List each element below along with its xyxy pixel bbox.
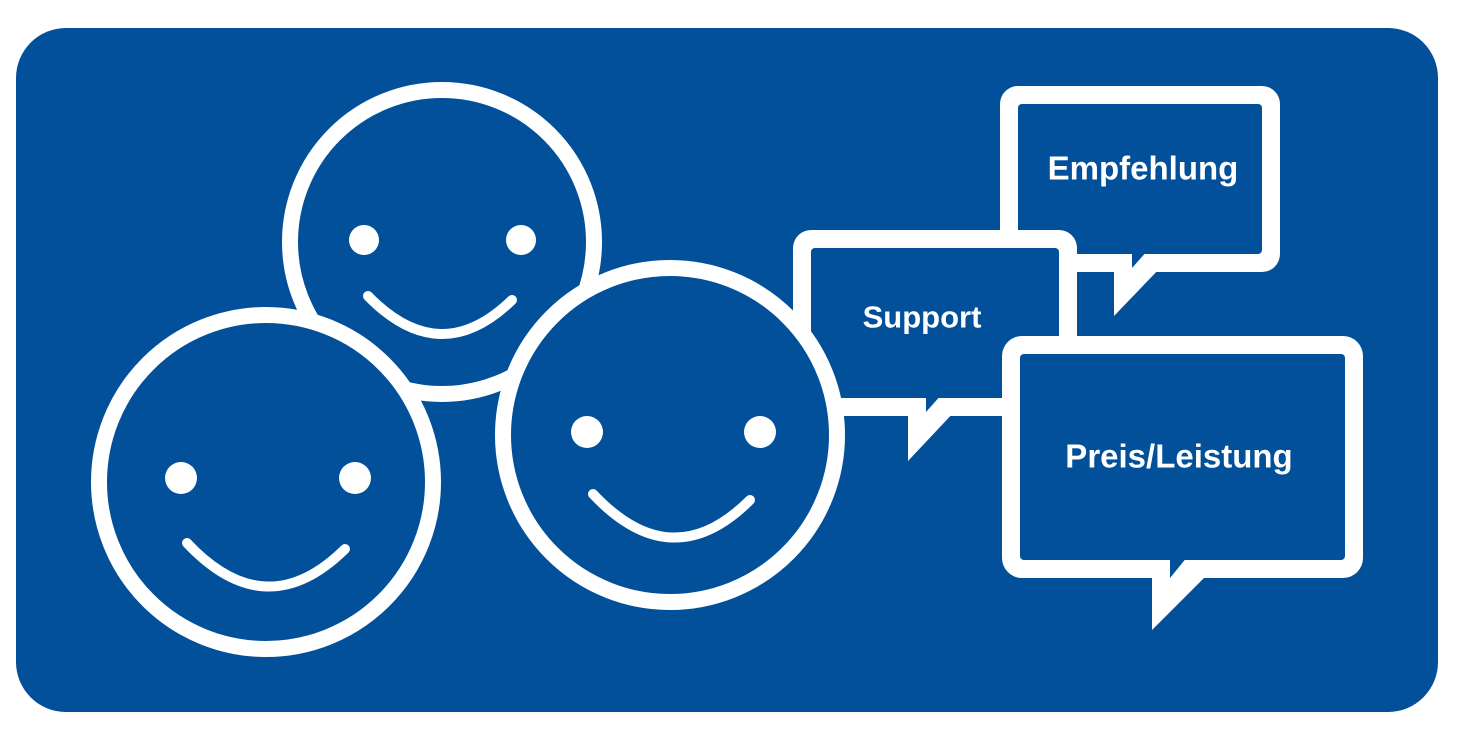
smiley-face-icon [282, 82, 602, 402]
smiley-face-icon [91, 307, 441, 657]
bubble-label-support: Support [862, 299, 982, 335]
bubble-label-preis-leistung: Preis/Leistung [1065, 437, 1293, 475]
speech-bubble-icon [1000, 86, 1280, 316]
smiley-face-icon [495, 260, 845, 610]
bubble-label-empfehlung: Empfehlung [1047, 149, 1239, 187]
speech-bubble-icon [1002, 336, 1363, 630]
